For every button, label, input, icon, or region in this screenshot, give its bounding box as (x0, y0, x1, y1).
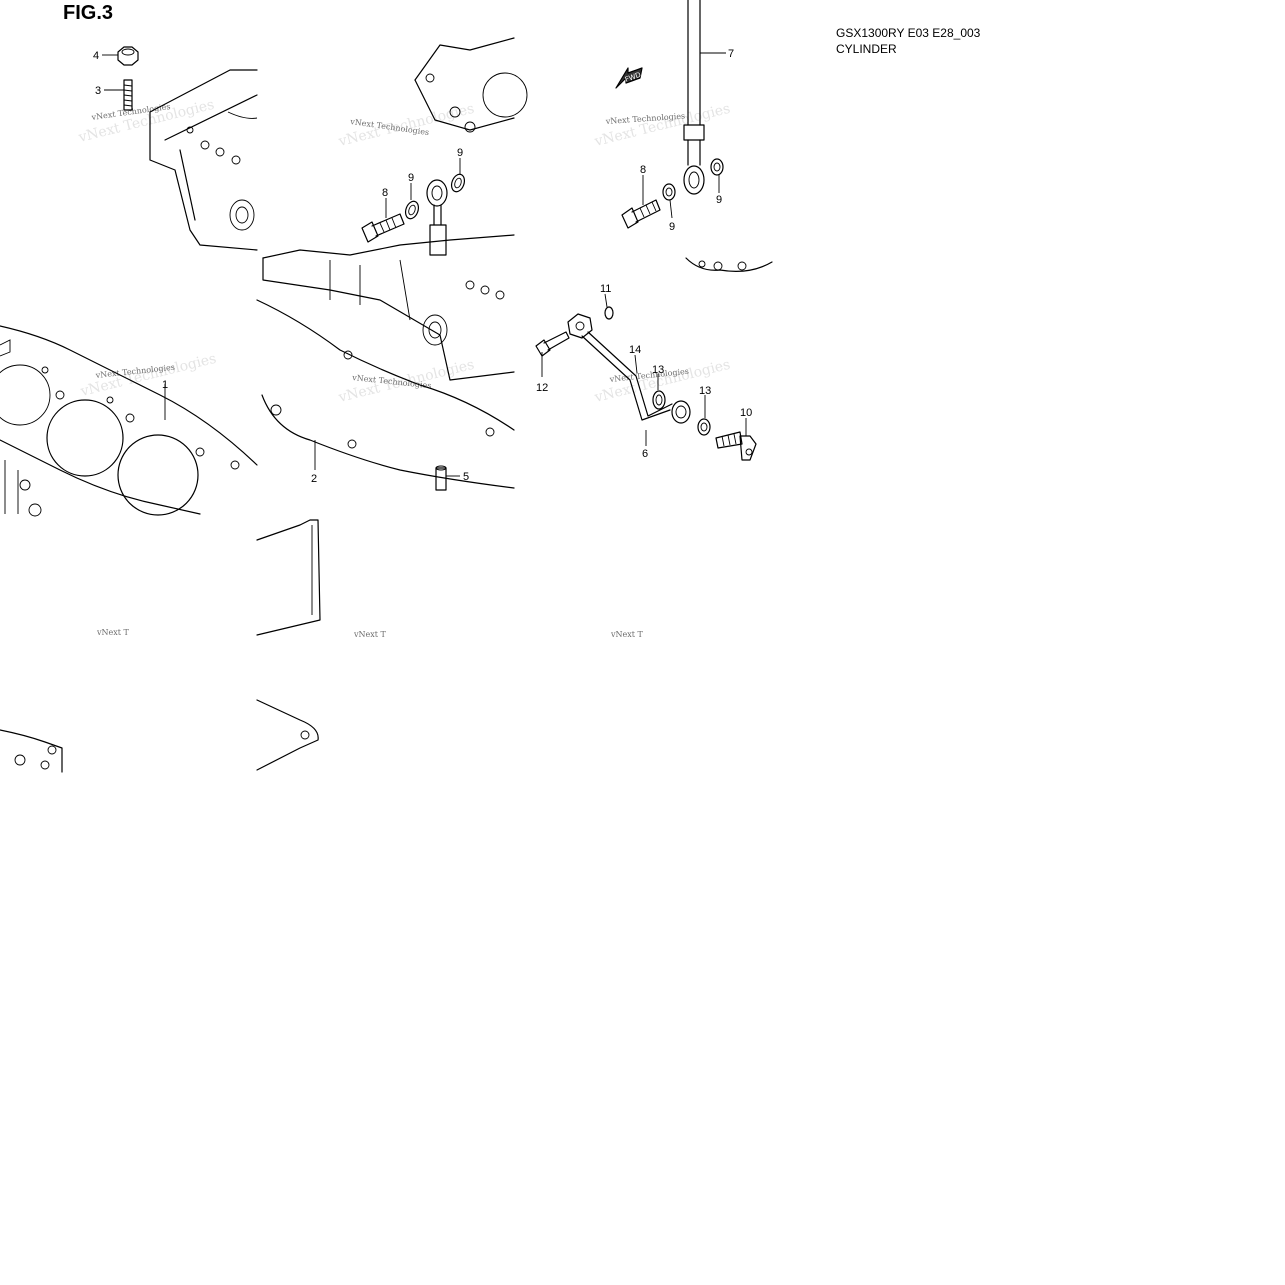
stud-bolt-part-3 (123, 79, 133, 111)
callout-9-middle-a: 9 (408, 172, 414, 184)
callout-9-right-a: 9 (669, 221, 675, 233)
callout-11: 11 (600, 283, 611, 295)
crankcase-lower (256, 519, 321, 771)
union-bolt-part-8-right (621, 199, 661, 229)
callout-8-middle: 8 (382, 187, 388, 199)
model-code: GSX1300RY E03 E28_003 (836, 26, 981, 40)
section-title: CYLINDER (836, 42, 897, 56)
callout-2: 2 (311, 473, 317, 485)
callout-13-a: 13 (652, 364, 664, 376)
callout-6: 6 (642, 448, 648, 460)
figure-label: FIG.3 (63, 2, 114, 24)
callout-10: 10 (740, 407, 752, 419)
front-direction-arrow: FWD (615, 67, 643, 89)
callout-4: 4 (93, 50, 99, 62)
callout-1: 1 (162, 379, 168, 391)
callout-3: 3 (95, 85, 101, 97)
callout-8-right: 8 (640, 164, 646, 176)
watermark-shadow: vNext Technologies (76, 97, 216, 146)
callout-9-middle-b: 9 (457, 147, 463, 159)
watermark: vNext T (353, 630, 387, 639)
gasket-washer-part-13 (652, 390, 711, 436)
callout-12: 12 (536, 382, 548, 394)
callout-7: 7 (728, 48, 734, 60)
leader-lines (102, 52, 747, 477)
cylinder-base-gasket-part-2 (256, 299, 515, 489)
gasket-edge-right (685, 257, 773, 272)
watermark: vNext T (610, 630, 644, 639)
union-bolt-part-10 (715, 431, 757, 461)
callout-5: 5 (463, 471, 469, 483)
watermark: vNext T (96, 628, 130, 637)
diagram-header: GSX1300RY E03 E28_003 CYLINDER (836, 25, 980, 57)
callout-13-b: 13 (699, 385, 711, 397)
cylinder-nut-part-4 (117, 46, 139, 66)
gasket-washer-part-9-right (662, 158, 724, 201)
crankcase-middle (262, 234, 515, 381)
dowel-pin-part-5 (435, 465, 447, 491)
watermarks: vNext Technologies vNext Technologies vN… (76, 97, 732, 639)
gasket-washer-part-9-middle (404, 173, 466, 220)
oil-pipe-union-middle (426, 179, 448, 256)
callout-numbers: 1 2 3 4 5 6 7 8 8 9 9 9 9 10 11 12 13 13… (93, 48, 752, 485)
oil-pipe-part-6 (567, 313, 691, 424)
callout-9-right-b: 9 (716, 194, 722, 206)
cylinder-block-upper-left (149, 69, 258, 251)
cylinder-part-1 (0, 325, 258, 517)
callout-14: 14 (629, 344, 641, 356)
o-ring-part-11 (604, 306, 614, 320)
union-bolt-part-8-middle (361, 213, 405, 243)
gasket-lower-left (0, 729, 63, 773)
bolt-part-12 (535, 331, 570, 357)
cylinder-head-gasket-top (414, 37, 528, 133)
oil-hose-part-7 (683, 0, 705, 195)
